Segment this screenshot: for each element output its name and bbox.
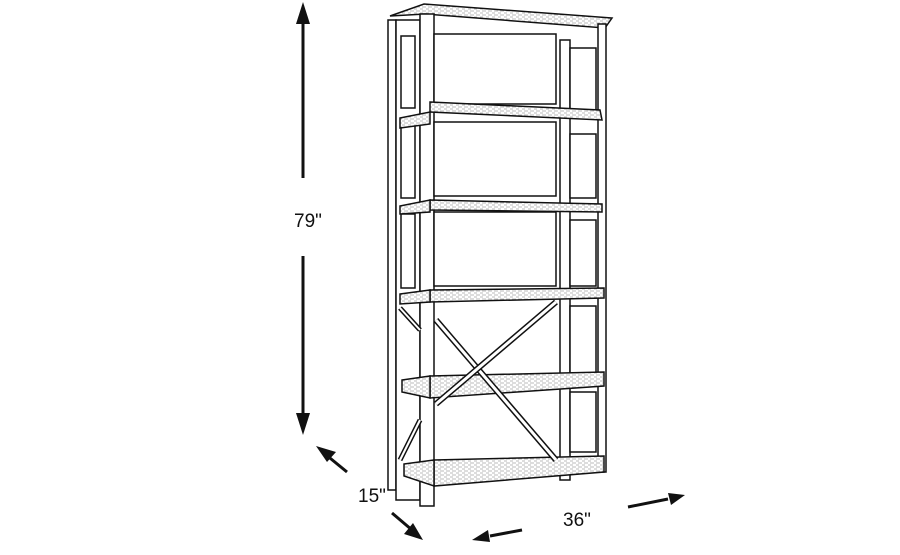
height-dimension-arrow [296,2,310,435]
bookcase-illustration [387,3,614,507]
width-dimension-arrow [472,493,685,542]
depth-dimension-arrow [316,446,423,540]
width-label: 36" [563,510,591,531]
height-label: 79" [294,211,322,232]
depth-label: 15" [358,486,386,507]
